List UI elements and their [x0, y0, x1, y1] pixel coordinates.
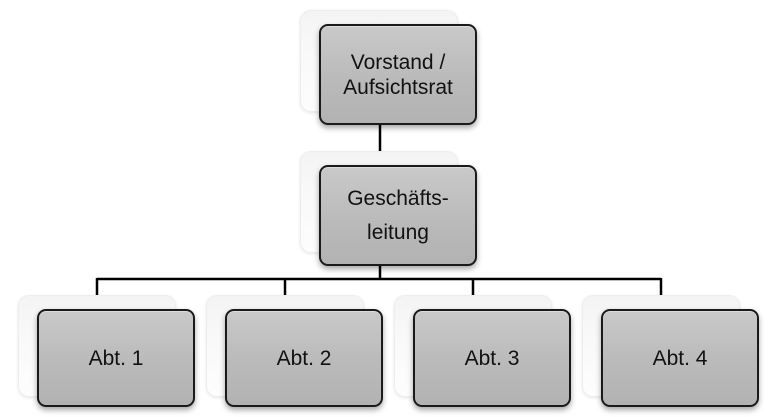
node-label-abt-4: Abt. 4 [652, 346, 708, 370]
node-label-geschaeftsleitung: Geschäfts- leitung [347, 186, 449, 244]
node-label-vorstand: Vorstand / Aufsichtsrat [343, 50, 453, 99]
node-box: Abt. 3 [413, 309, 571, 407]
node-box: Geschäfts- leitung [319, 165, 477, 266]
node-label-abt-3: Abt. 3 [464, 346, 520, 370]
node-box: Vorstand / Aufsichtsrat [319, 24, 477, 125]
node-box: Abt. 2 [225, 309, 383, 407]
node-label-abt-2: Abt. 2 [276, 346, 332, 370]
node-label-abt-1: Abt. 1 [88, 346, 144, 370]
node-box: Abt. 1 [37, 309, 195, 407]
node-box: Abt. 4 [601, 309, 759, 407]
